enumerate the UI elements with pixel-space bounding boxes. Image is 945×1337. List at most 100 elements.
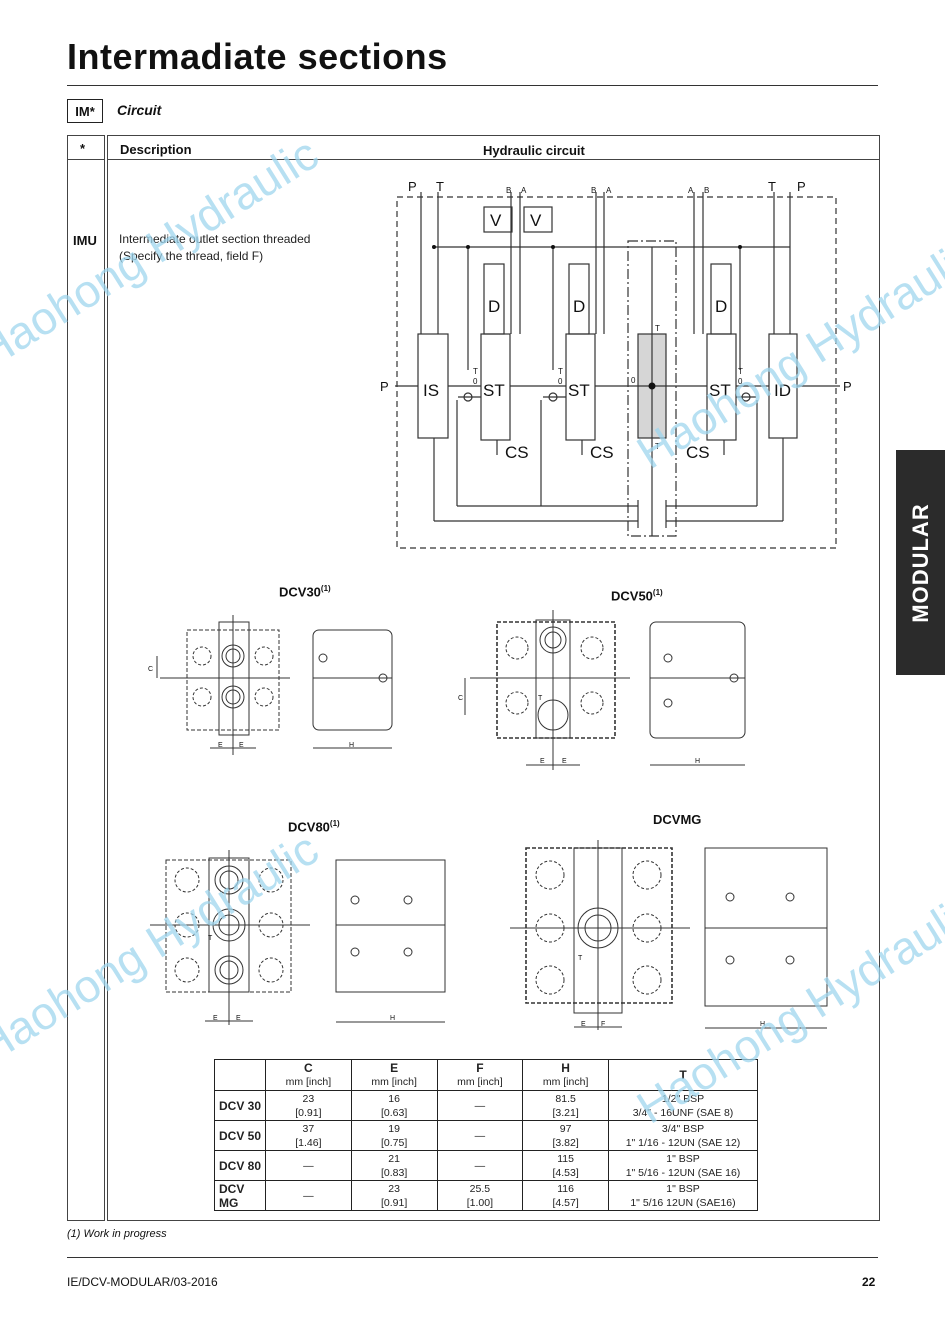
dcv80-name: DCV80 [288, 819, 330, 835]
cell-e: 16[0.63] [350, 1090, 438, 1121]
dcvmg-front-view [510, 840, 690, 1030]
footer-rule [67, 1257, 878, 1258]
dcvmg-t-label: T [578, 955, 583, 962]
code-box: IM* [67, 99, 103, 123]
dcv80-title: DCV80(1) [288, 819, 340, 834]
center-t-bottom: T [655, 442, 660, 451]
d-label-1: D [488, 297, 500, 316]
dcv80-front-view [150, 850, 310, 1025]
cell-f: — [436, 1120, 524, 1151]
row-label: DCV 30 [214, 1090, 266, 1121]
dcv30-h-label: H [349, 742, 354, 749]
dcv50-e-label-2: E [562, 758, 567, 765]
label-p-left: P [380, 379, 389, 394]
dcv50-h-label: H [695, 758, 700, 765]
dcv80-h-label: H [390, 1015, 395, 1022]
table-row: DCV MG — 23[0.91] 25.5[1.00] 116[4.57] 1… [214, 1180, 758, 1211]
code-column [67, 135, 105, 1221]
cell-f: — [436, 1150, 524, 1181]
footer-doc-code: IE/DCV-MODULAR/03-2016 [67, 1275, 218, 1289]
port-b-1: B [506, 186, 511, 195]
port-a-1: A [521, 186, 527, 195]
dcv30-side-view [312, 629, 393, 749]
dcv30-note: (1) [320, 584, 331, 593]
port-a-3: A [688, 186, 694, 195]
is-label: IS [423, 381, 439, 400]
dcv80-note: (1) [329, 819, 340, 828]
cell-f: 25.5[1.00] [436, 1180, 524, 1211]
dcv30-title: DCV30(1) [279, 584, 331, 599]
circuit-boundary [396, 196, 837, 549]
label-t-top-left: T [436, 179, 444, 194]
cell-h: 97[3.82] [522, 1120, 609, 1151]
st-0-2: 0 [558, 377, 563, 386]
dcv50-e-label-1: E [540, 758, 545, 765]
dcv50-name: DCV50 [611, 588, 653, 604]
code-label: Circuit [117, 102, 162, 118]
v-box-2 [523, 206, 553, 233]
dcv30-e-label-1: E [218, 742, 223, 749]
cell-e: 19[0.75] [350, 1120, 438, 1151]
dcv50-t-label: T [538, 695, 543, 702]
title-rule [67, 85, 878, 86]
dcv30-name: DCV30 [279, 584, 321, 600]
dcv50-side-view [649, 621, 746, 766]
label-p-right: P [843, 379, 852, 394]
port-b-3: B [704, 186, 709, 195]
star-header: * [80, 141, 86, 156]
center-t-top: T [655, 324, 660, 333]
dcvmg-side-view [704, 847, 828, 1029]
header-t: T [608, 1059, 758, 1091]
cell-h: 116[4.57] [522, 1180, 609, 1211]
header-empty [214, 1059, 266, 1091]
cell-f: — [436, 1090, 524, 1121]
cell-c: 23[0.91] [265, 1090, 352, 1121]
dcv50-front-view [464, 610, 630, 770]
dcv80-e-label-2: E [236, 1015, 241, 1022]
content-frame [107, 135, 880, 1221]
st-label-1: ST [483, 381, 505, 400]
dcvmg-f-label: F [601, 1021, 605, 1028]
dcv80-e-label-1: E [213, 1015, 218, 1022]
section-drawings: C E E H C E E H T T E E H T E F H [148, 610, 828, 1030]
st-t-1: T [473, 367, 478, 376]
cell-c: — [265, 1150, 352, 1181]
st-block-3 [706, 333, 737, 441]
table-row: DCV 50 37[1.46] 19[0.75] — 97[3.82] 3/4"… [214, 1120, 758, 1151]
dcvmg-e-label: E [581, 1021, 586, 1028]
st-label-2: ST [568, 381, 590, 400]
header-divider-left [67, 159, 105, 160]
port-a-2: A [606, 186, 612, 195]
row-label: DCV 80 [214, 1150, 266, 1181]
page-number: 22 [862, 1275, 876, 1289]
cell-h: 81.5[3.21] [522, 1090, 609, 1121]
cell-e: 21[0.83] [350, 1150, 438, 1181]
label-t-top-right: T [768, 179, 776, 194]
d-label-2: D [573, 297, 585, 316]
page-title: Intermadiate sections [67, 36, 448, 77]
st-block-2 [565, 333, 596, 441]
cs-label-3: CS [686, 443, 710, 462]
st-block-1 [480, 333, 511, 441]
label-p-top-right: P [797, 179, 806, 194]
dcv50-c-label: C [458, 695, 463, 702]
description-line-2: (Specify the thread, field F) [119, 249, 264, 263]
dcv80-side-view [335, 859, 446, 1023]
st-0-3: 0 [738, 377, 743, 386]
dcv50-title: DCV50(1) [611, 588, 663, 603]
side-tab: MODULAR [896, 450, 945, 675]
st-label-3: ST [709, 381, 731, 400]
cs-label-2: CS [590, 443, 614, 462]
st-t-3: T [738, 367, 743, 376]
